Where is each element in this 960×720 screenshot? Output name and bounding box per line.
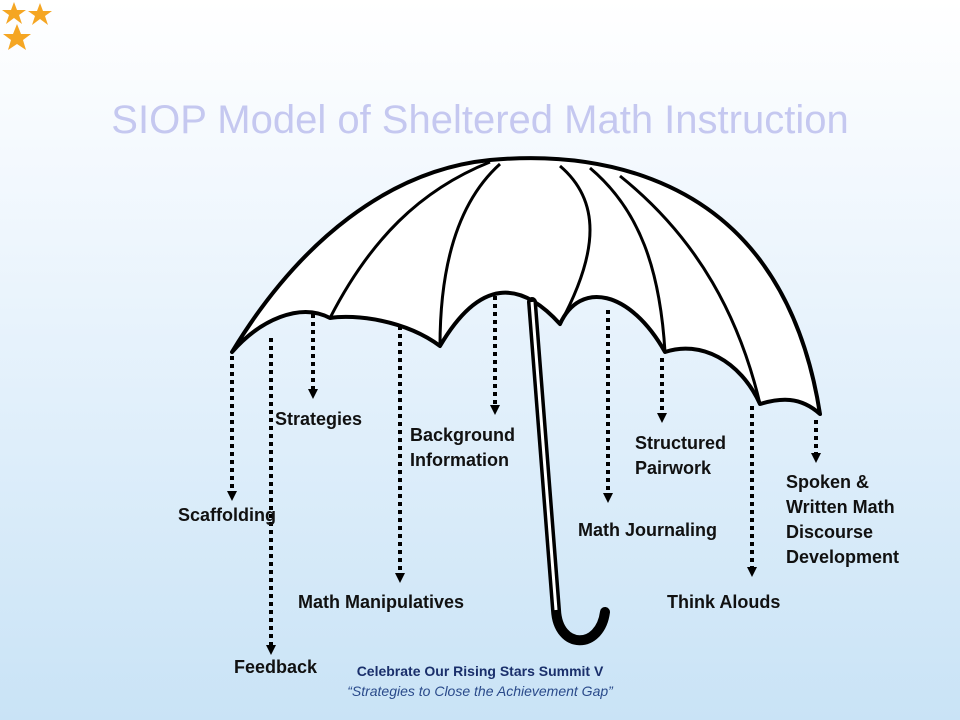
label-math-journaling: Math Journaling bbox=[578, 520, 717, 540]
label-background-information: Background Information bbox=[410, 425, 516, 470]
label-think-alouds: Think Alouds bbox=[667, 592, 781, 612]
label-structured-pairwork: Structured Pairwork bbox=[635, 433, 727, 478]
label-math-manipulatives: Math Manipulatives bbox=[298, 592, 465, 612]
label-spoken-written-math: Spoken & Written Math Discourse Developm… bbox=[786, 472, 900, 567]
footer-tagline: “Strategies to Close the Achievement Gap… bbox=[347, 683, 613, 699]
page-title: SIOP Model of Sheltered Math Instruction bbox=[111, 98, 849, 142]
label-feedback: Feedback bbox=[234, 657, 318, 677]
footer-event-name: Celebrate Our Rising Stars Summit V bbox=[356, 663, 604, 679]
label-scaffolding: Scaffolding bbox=[178, 505, 276, 525]
label-strategies: Strategies bbox=[275, 409, 363, 429]
umbrella-canopy-icon bbox=[230, 156, 822, 646]
stars-logo-icon bbox=[2, 2, 52, 50]
